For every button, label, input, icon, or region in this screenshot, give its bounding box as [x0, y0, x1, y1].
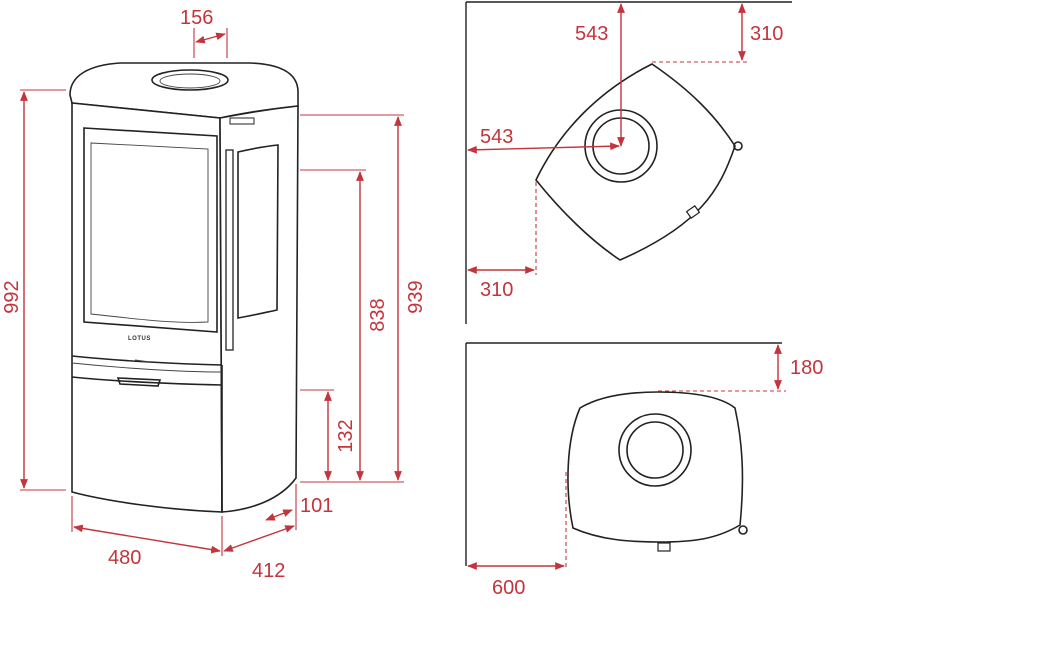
corner-stove-outline	[535, 63, 736, 261]
door-window-frame	[83, 127, 218, 333]
svg-text:480: 480	[108, 547, 141, 569]
svg-text:939: 939	[405, 280, 427, 313]
svg-text:101: 101	[300, 495, 333, 517]
dim-wall-side-clearance: 600	[467, 472, 567, 599]
dim-total-height: 992	[1, 89, 66, 491]
ash-drawer-lip	[71, 376, 223, 386]
front-view-stove: LOTUS	[69, 62, 299, 513]
air-control-lever[interactable]	[116, 377, 162, 387]
dim-width: 480	[71, 496, 223, 569]
svg-text:543: 543	[575, 23, 608, 45]
brand-logo: LOTUS	[128, 336, 151, 342]
flue-collar-inner	[159, 73, 221, 89]
wall-handle-knob	[738, 525, 748, 535]
svg-text:180: 180	[790, 357, 823, 379]
svg-text:310: 310	[480, 279, 513, 301]
corner-air-lug	[685, 205, 701, 219]
flue-collar	[151, 69, 229, 91]
dim-corner-flue-from-side: 543	[467, 126, 620, 154]
wall-stove-outline	[567, 391, 744, 543]
wall-air-lug	[657, 542, 671, 552]
wall-flue-inner	[626, 421, 684, 479]
svg-text:600: 600	[492, 577, 525, 599]
svg-text:992: 992	[1, 280, 23, 313]
wall-flue-outer	[618, 413, 692, 487]
dim-flue-diameter: 156	[180, 7, 228, 58]
svg-text:132: 132	[335, 419, 357, 452]
dim-corner-flue-from-back: 543	[575, 3, 625, 147]
corner-plan-view	[465, 1, 792, 324]
svg-text:156: 156	[180, 7, 213, 29]
door-drawer-divider-2	[71, 362, 223, 373]
corner-handle-knob	[733, 141, 743, 151]
dim-wall-back-clearance: 180	[658, 344, 823, 392]
stove-body-side	[219, 105, 299, 513]
door-window-glass	[90, 142, 209, 323]
stove-body-front	[71, 102, 223, 513]
dim-corner-side-clearance: 310	[467, 182, 537, 301]
dim-ash-drawer-height: 132	[300, 389, 357, 483]
svg-text:838: 838	[367, 298, 389, 331]
dim-corner-back-clearance: 310	[652, 3, 783, 63]
svg-text:543: 543	[480, 126, 513, 148]
dim-glass-top-height: 838	[300, 169, 389, 483]
dim-base-offset: 101	[265, 495, 333, 521]
door-handle[interactable]	[225, 149, 234, 351]
dim-depth: 412	[223, 484, 297, 582]
side-window	[237, 144, 279, 319]
svg-text:412: 412	[252, 560, 285, 582]
top-vent	[229, 117, 255, 125]
air-control-lever-grip	[134, 359, 151, 363]
wall-plan-view	[465, 342, 782, 566]
svg-text:310: 310	[750, 23, 783, 45]
